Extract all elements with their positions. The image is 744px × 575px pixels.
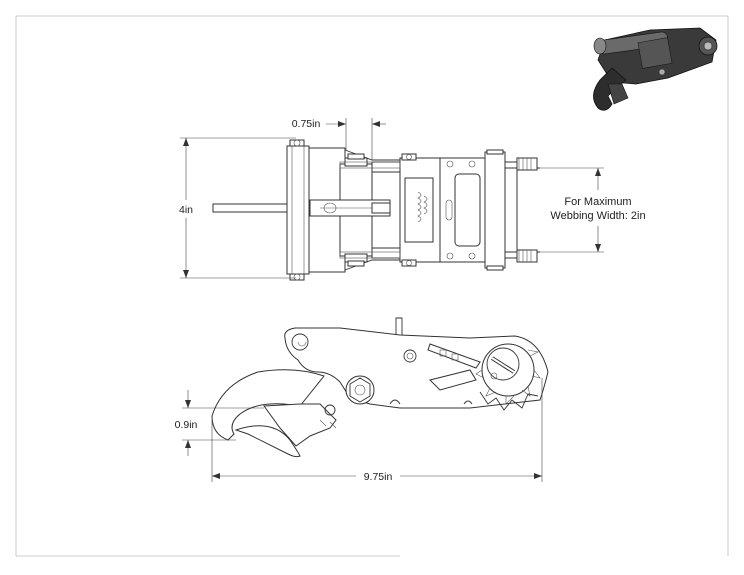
dimension-overall-height (180, 137, 296, 279)
dimension-overall-length-label: 9.75in (364, 471, 393, 483)
webbing-note-line2: Webbing Width: 2in (550, 210, 645, 222)
dimension-webbing-width (540, 167, 604, 253)
dimension-overall-height-label: 4in (179, 204, 193, 216)
sheet-border (15, 15, 729, 557)
dimension-overall-length (211, 378, 543, 482)
dimension-hook-gap-label: 0.9in (175, 419, 198, 431)
isometric-preview-ratchet (593, 27, 718, 111)
dimension-hook-gap (182, 390, 264, 456)
top-view-ratchet (212, 139, 540, 281)
dimension-top-width-label: 0.75in (292, 118, 321, 130)
webbing-note-line1: For Maximum (564, 196, 631, 208)
dimension-top-width (326, 118, 386, 160)
side-view-ratchet (211, 317, 549, 458)
